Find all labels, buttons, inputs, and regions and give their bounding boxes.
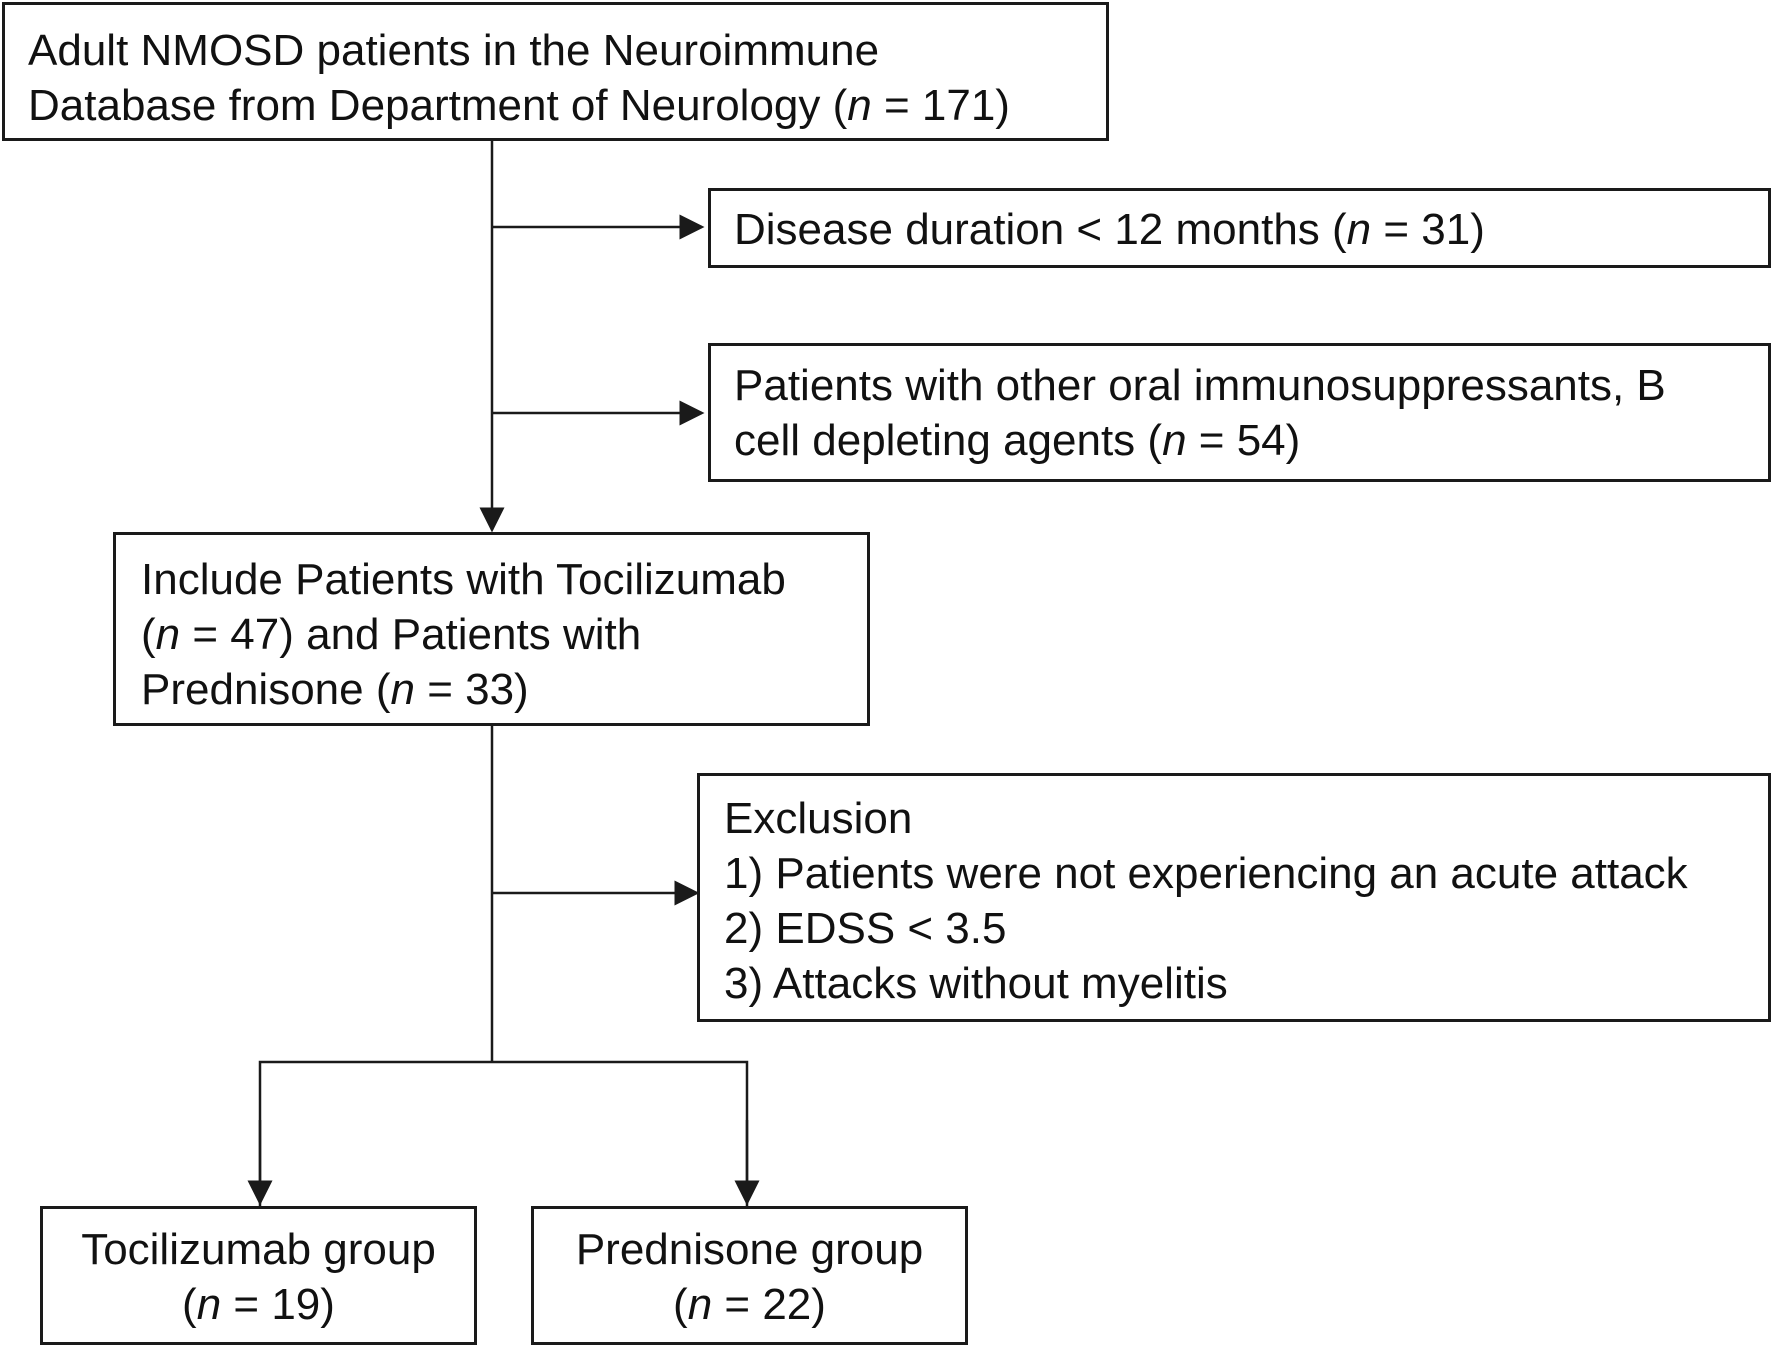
exclusion-criteria-box: Exclusion 1) Patients were not experienc… bbox=[697, 773, 1771, 1022]
prednisone-group-count: (n = 22) bbox=[673, 1280, 826, 1329]
tocilizumab-group-count: (n = 19) bbox=[182, 1280, 335, 1329]
source-line-2: Database from Department of Neurology (n… bbox=[28, 81, 1010, 130]
exclusion-title: Exclusion bbox=[724, 794, 913, 843]
included-line-2: (n = 47) and Patients with bbox=[141, 610, 642, 659]
source-line-1: Adult NMOSD patients in the Neuroimmune bbox=[28, 26, 880, 75]
included-line-3: Prednisone (n = 33) bbox=[141, 665, 529, 714]
tocilizumab-group-box: Tocilizumab group (n = 19) bbox=[40, 1206, 477, 1345]
included-patients-box: Include Patients with Tocilizumab (n = 4… bbox=[113, 532, 870, 726]
exclusion-item-1: 1) Patients were not experiencing an acu… bbox=[724, 849, 1688, 898]
prednisone-group-label: Prednisone group bbox=[575, 1225, 924, 1274]
exclusion-item-2: 2) EDSS < 3.5 bbox=[724, 904, 1007, 953]
exclusion-other-line-1: Patients with other oral immunosuppressa… bbox=[734, 361, 1666, 410]
exclusion-duration-text: Disease duration < 12 months (n = 31) bbox=[734, 205, 1485, 254]
exclusion-other-line-2: cell depleting agents (n = 54) bbox=[734, 416, 1301, 465]
tocilizumab-group-label: Tocilizumab group bbox=[81, 1225, 436, 1274]
exclusion-other-agents-box: Patients with other oral immunosuppressa… bbox=[708, 343, 1771, 482]
split-line bbox=[258, 1060, 749, 1207]
prednisone-group-box: Prednisone group (n = 22) bbox=[531, 1206, 968, 1345]
source-population-box: Adult NMOSD patients in the Neuroimmune … bbox=[2, 2, 1109, 141]
included-line-1: Include Patients with Tocilizumab bbox=[141, 555, 786, 604]
exclusion-item-3: 3) Attacks without myelitis bbox=[724, 959, 1228, 1008]
exclusion-duration-box: Disease duration < 12 months (n = 31) bbox=[708, 188, 1771, 268]
